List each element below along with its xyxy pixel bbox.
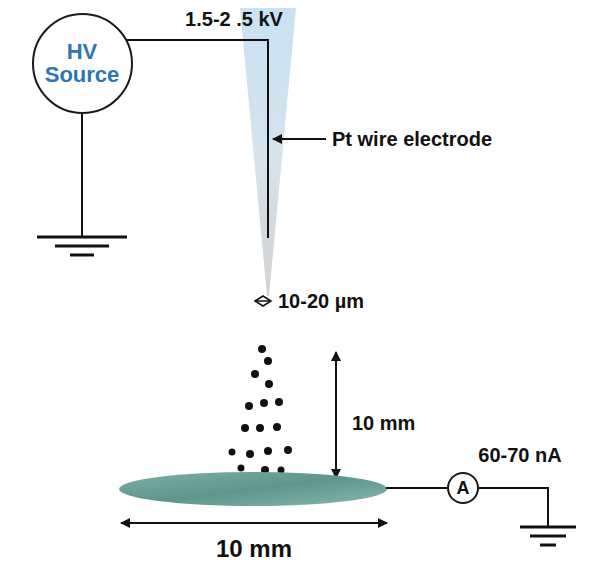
- dimension-arrow: [121, 522, 387, 524]
- voltage-label: 1.5-2 .5 kV: [185, 8, 283, 30]
- substrate-disk: [119, 472, 387, 506]
- node-label: A: [457, 479, 470, 498]
- hv-wire: [123, 40, 268, 238]
- ground-symbol: [520, 527, 576, 545]
- ground-symbol: [37, 237, 127, 255]
- ground-wire: [81, 110, 83, 236]
- dimension-label: 10 mm: [352, 412, 415, 434]
- meter-wire: [479, 488, 548, 526]
- current-label: 60-70 nA: [478, 444, 561, 466]
- dimension-label: 10 mm: [216, 536, 292, 562]
- dimension-label: 10-20 µm: [278, 290, 364, 312]
- ammeter-symbol: A: [447, 472, 479, 504]
- droplets: [229, 345, 293, 474]
- node-label: HV Source: [42, 40, 122, 86]
- dimension-arrow: [335, 352, 337, 478]
- part-label: Pt wire electrode: [332, 128, 492, 150]
- source-circle: HV Source: [32, 13, 133, 114]
- meter-wire: [386, 487, 447, 489]
- diameter-symbol: [255, 296, 271, 306]
- leader-arrow: [273, 138, 326, 140]
